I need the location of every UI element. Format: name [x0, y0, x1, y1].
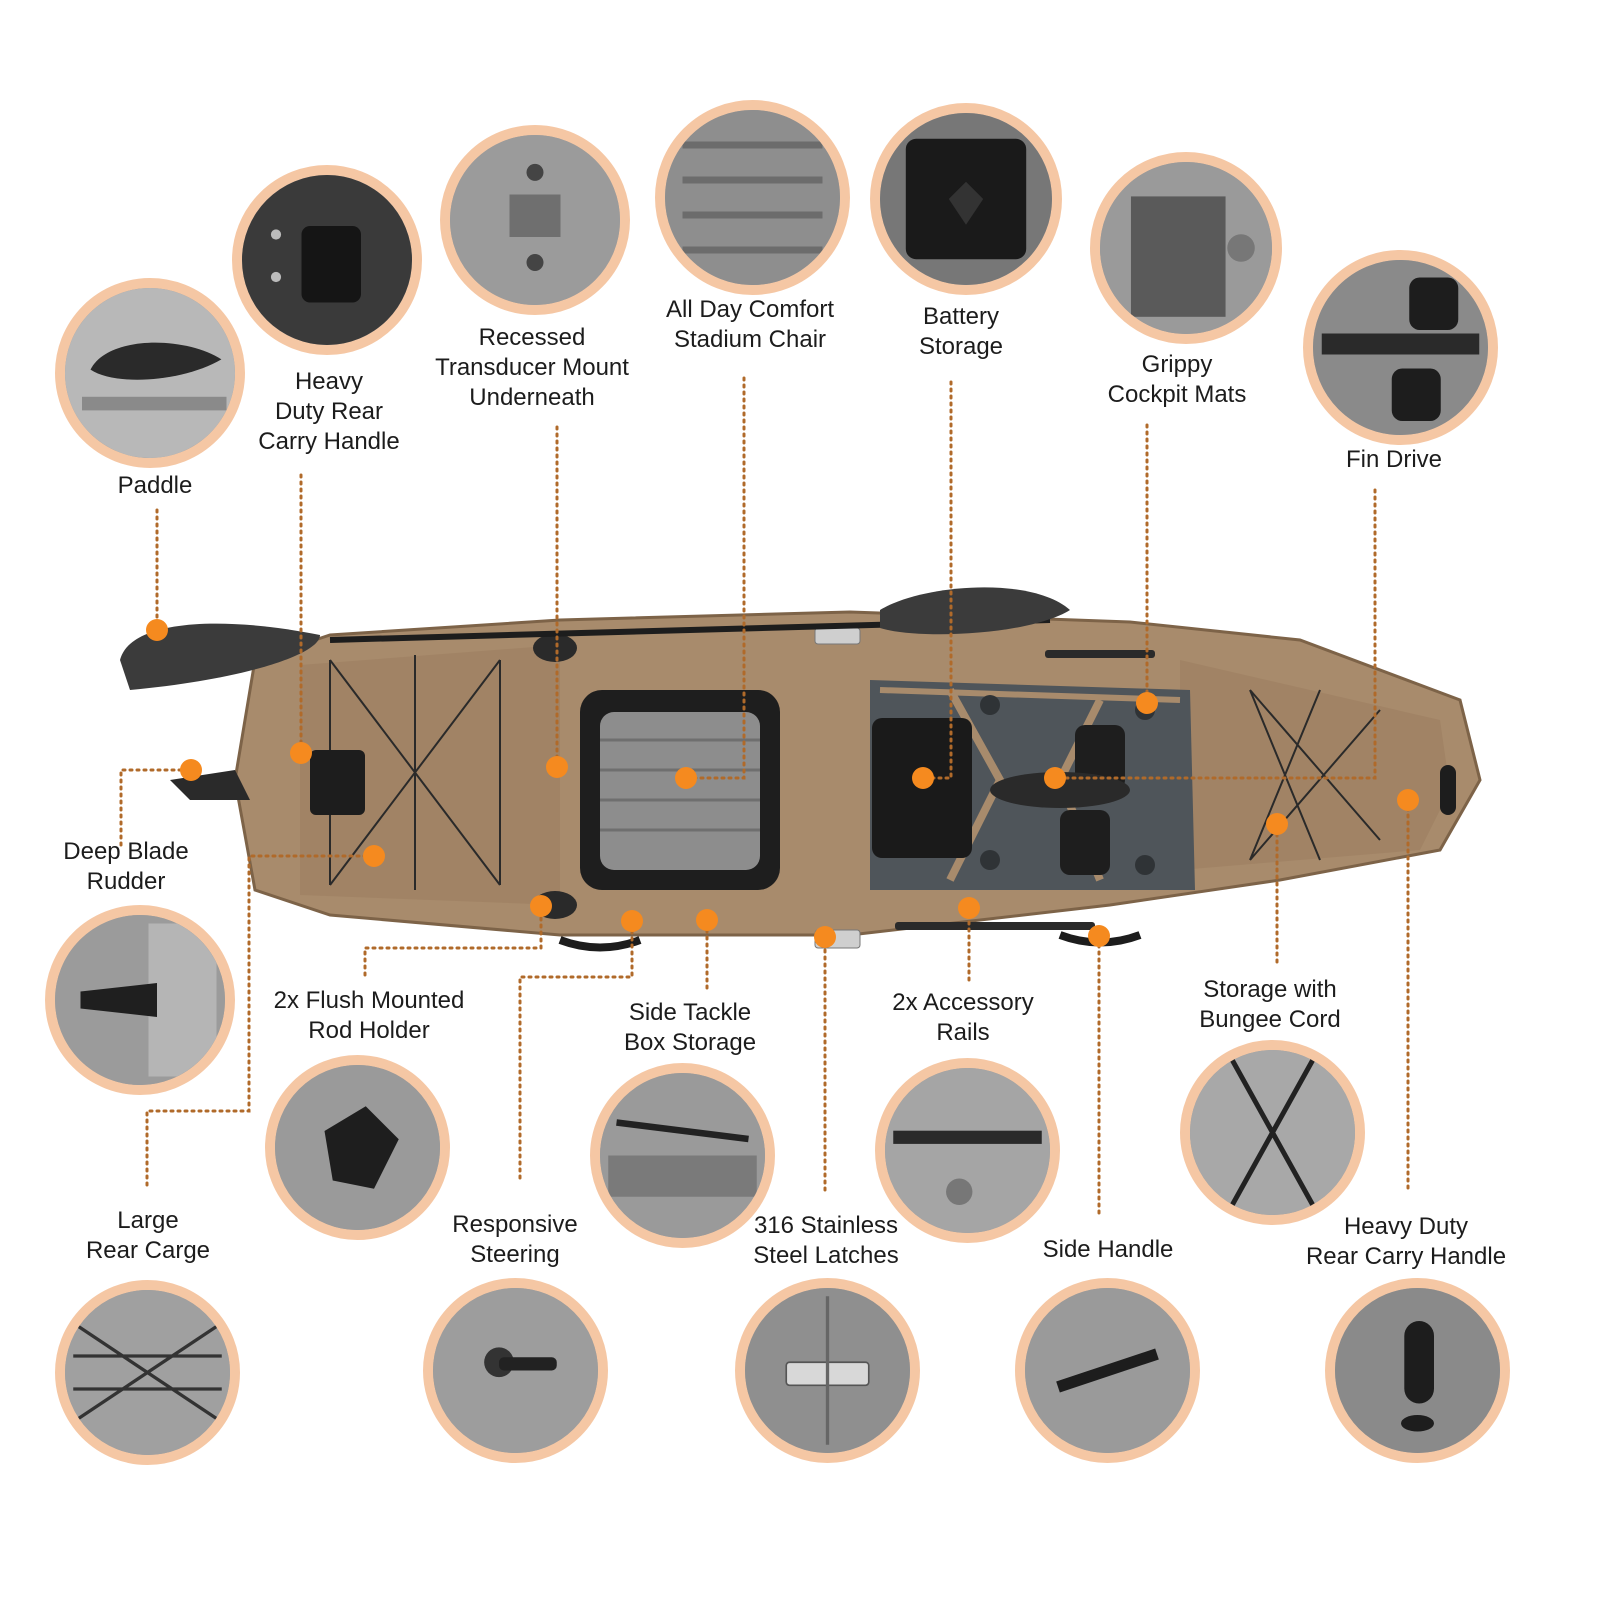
label-paddle: Paddle	[117, 472, 193, 499]
marker-steering	[621, 910, 643, 932]
marker-rear-handle-top	[290, 742, 312, 764]
paddle-drawing	[120, 587, 1070, 690]
callout-markers	[146, 619, 1419, 948]
front-handle-photo	[1325, 1278, 1510, 1463]
battery-storage-photo	[870, 103, 1062, 295]
paddle-photo	[55, 278, 245, 468]
marker-rod-holder	[530, 895, 552, 917]
leader-lines	[119, 376, 1410, 1215]
marker-latches	[814, 926, 836, 948]
accessory-rails-photo	[875, 1058, 1060, 1243]
fin-drive-photo	[1303, 250, 1498, 445]
marker-transducer	[546, 756, 568, 778]
stadium-chair-photo	[655, 100, 850, 295]
rudder-photo	[45, 905, 235, 1095]
marker-chair	[675, 767, 697, 789]
marker-tackle	[696, 909, 718, 931]
leader-line-steering	[518, 919, 634, 1180]
marker-battery	[912, 767, 934, 789]
leader-line-chair	[684, 376, 746, 780]
marker-fin-drive	[1044, 767, 1066, 789]
tackle-box-photo	[590, 1063, 775, 1248]
side-handle-photo	[1015, 1278, 1200, 1463]
marker-rudder	[180, 759, 202, 781]
rear-cargo-photo	[55, 1280, 240, 1465]
steering-photo	[423, 1278, 608, 1463]
rear-carry-handle-photo	[232, 165, 422, 355]
rod-holder-photo	[265, 1055, 450, 1240]
label-side-handle: Side Handle	[1042, 1236, 1174, 1263]
cockpit-mats-photo	[1090, 152, 1282, 344]
marker-rails	[958, 897, 980, 919]
bungee-storage-photo	[1180, 1040, 1365, 1225]
marker-paddle	[146, 619, 168, 641]
kayak-hull	[170, 610, 1482, 952]
marker-mats	[1136, 692, 1158, 714]
marker-side-handle	[1088, 925, 1110, 947]
label-fin-drive: Fin Drive	[1345, 446, 1443, 473]
marker-rear-cargo	[363, 845, 385, 867]
leader-line-rudder	[119, 768, 193, 847]
marker-bungee	[1266, 813, 1288, 835]
leader-line-rod-holder	[363, 904, 543, 977]
latches-photo	[735, 1278, 920, 1463]
leader-line-rear-cargo	[145, 854, 376, 1187]
leader-line-fin-drive	[1053, 488, 1377, 780]
marker-rear-handle-bottom	[1397, 789, 1419, 811]
transducer-mount-photo	[440, 125, 630, 315]
